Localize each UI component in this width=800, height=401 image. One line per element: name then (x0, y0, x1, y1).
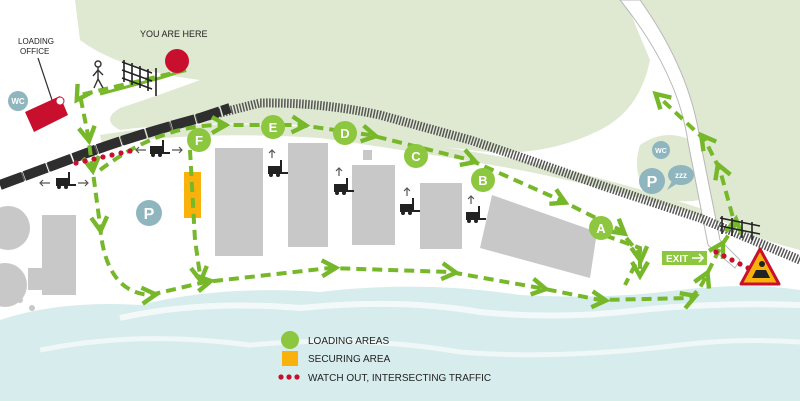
loading-area-b: B (471, 168, 495, 192)
warehouse-c (420, 183, 462, 249)
wc-icon-right (652, 141, 670, 159)
loading-area-d: D (333, 121, 357, 145)
warehouse-b (480, 195, 597, 278)
pedestrian-icon (92, 60, 104, 89)
route-loop (98, 125, 640, 286)
bollard-1 (17, 297, 23, 303)
parking-label-left: P (144, 206, 155, 223)
loading-area-d-label: D (340, 126, 349, 141)
wc-label-right: WC (655, 148, 667, 155)
warning-sign-icon (739, 247, 781, 286)
parking-icon-right (639, 168, 665, 194)
loading-area-c: C (404, 144, 428, 168)
legend-securing-area-swatch (282, 351, 298, 366)
warehouse-d (352, 165, 395, 245)
rest-bubble-icon (667, 165, 694, 190)
gate-icon (121, 60, 157, 96)
route-west-spur (188, 149, 200, 275)
loading-office-line2: OFFICE (20, 47, 49, 56)
exit-gate-icon (719, 216, 761, 240)
loading-area-a-label: A (596, 221, 606, 236)
loading-area-c-label: C (411, 149, 421, 164)
legend-loading-areas-swatch (281, 331, 299, 349)
legend: LOADING AREAS SECURING AREA WATCH OUT, I… (278, 331, 491, 384)
tank-2 (0, 263, 27, 307)
shoreline-foam-2 (39, 336, 800, 358)
intersecting-traffic-left (73, 148, 133, 166)
exit-sign (662, 251, 707, 265)
loading-area-e-label: E (269, 120, 278, 135)
exit-arrow-icon (692, 253, 705, 263)
loading-office-line1: LOADING (18, 37, 54, 46)
rest-label: zzz (675, 171, 687, 180)
warehouse-f (215, 148, 263, 256)
wc-icon-left (8, 91, 28, 111)
shed-left (28, 268, 46, 290)
forklift-icon (56, 140, 486, 223)
exit-label: EXIT (666, 254, 688, 265)
forklift-direction-arrows (39, 146, 475, 204)
parking-icon-left (136, 200, 162, 226)
loading-area-b-label: B (478, 173, 487, 188)
you-are-here-marker (165, 49, 189, 73)
warehouse-d-annex (363, 150, 372, 160)
warehouse-e (288, 143, 328, 247)
you-are-here-label: YOU ARE HERE (140, 29, 208, 39)
tank-1 (0, 206, 30, 250)
parking-label-right: P (647, 174, 658, 191)
route-path (80, 68, 735, 300)
loading-area-f: F (187, 128, 211, 152)
legend-securing-area-label: SECURING AREA (308, 354, 391, 365)
legend-watch-out-label: WATCH OUT, INTERSECTING TRAFFIC (308, 373, 491, 384)
loading-area-f-label: F (195, 133, 203, 148)
wc-label-left: WC (11, 97, 25, 106)
loading-area-a: A (589, 216, 613, 240)
securing-area (184, 172, 201, 218)
bollard-2 (29, 305, 35, 311)
warehouse-left (42, 215, 76, 295)
legend-loading-areas-label: LOADING AREAS (308, 336, 389, 347)
legend-watch-out-swatch (278, 374, 300, 380)
loading-area-e: E (261, 115, 285, 139)
loading-office-icon (25, 96, 68, 132)
loading-office-pointer (37, 57, 53, 101)
